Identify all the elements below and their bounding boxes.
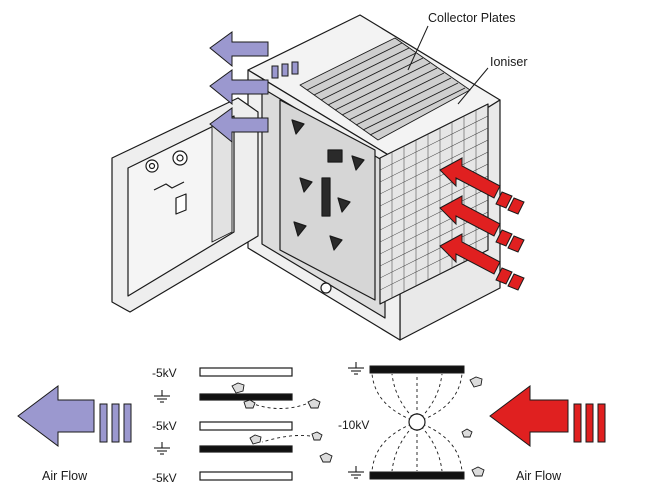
ioniser-wire	[408, 413, 426, 431]
plate-neg-1	[199, 367, 293, 377]
ground-icon	[154, 390, 170, 403]
ioniser-label: Ioniser	[490, 55, 528, 69]
air-flow-right-label: Air Flow	[516, 469, 562, 483]
filter-unit-illustration	[111, 14, 501, 341]
outlet-airflow-arrows	[209, 31, 299, 144]
inlet-flow-arrow	[489, 385, 569, 447]
plate-voltage-label-3: -5kV	[152, 471, 177, 485]
outlet-arrow-1	[209, 31, 269, 68]
ioniser-ground-plate-bottom	[369, 471, 465, 480]
inlet-flow-symbol	[489, 385, 606, 447]
ioniser-leader	[457, 67, 489, 105]
plate-ground-symbols	[154, 390, 170, 455]
incoming-particles	[461, 376, 485, 477]
collected-particles	[231, 382, 333, 463]
ioniser-schematic	[369, 365, 465, 480]
outlet-flow-symbol	[17, 385, 132, 447]
plate-neg-3	[199, 471, 293, 481]
plate-voltage-label-2: -5kV	[152, 419, 177, 433]
collector-plates-stack	[299, 37, 471, 141]
cell-mounting-brackets	[291, 119, 365, 251]
outlet-flow-arrow	[17, 385, 95, 447]
ground-icon	[348, 466, 364, 479]
collector-plates-schematic	[199, 367, 293, 481]
drain-port	[320, 282, 332, 294]
inlet-arrow-3	[439, 233, 501, 275]
plate-ground-2	[199, 445, 293, 453]
collector-plates-label: Collector Plates	[428, 11, 516, 25]
inlet-arrow-1	[439, 157, 501, 199]
collector-plates-leader	[407, 25, 429, 71]
plate-voltage-label-1: -5kV	[152, 366, 177, 380]
ioniser-ground-symbols	[348, 362, 364, 479]
plate-neg-2	[199, 421, 293, 431]
plate-ground-1	[199, 393, 293, 401]
outlet-arrow-2	[209, 69, 269, 106]
ioniser-ground-plate-top	[369, 365, 465, 374]
inlet-airflow-arrows	[439, 157, 525, 291]
door-handle	[153, 181, 185, 191]
ground-icon	[154, 442, 170, 455]
ground-icon	[348, 362, 364, 375]
inlet-arrow-2	[439, 195, 501, 237]
particle-trajectories	[253, 403, 311, 443]
outlet-arrow-3	[209, 107, 269, 144]
air-flow-left-label: Air Flow	[42, 469, 88, 483]
ioniser-voltage-label: -10kV	[338, 418, 369, 432]
